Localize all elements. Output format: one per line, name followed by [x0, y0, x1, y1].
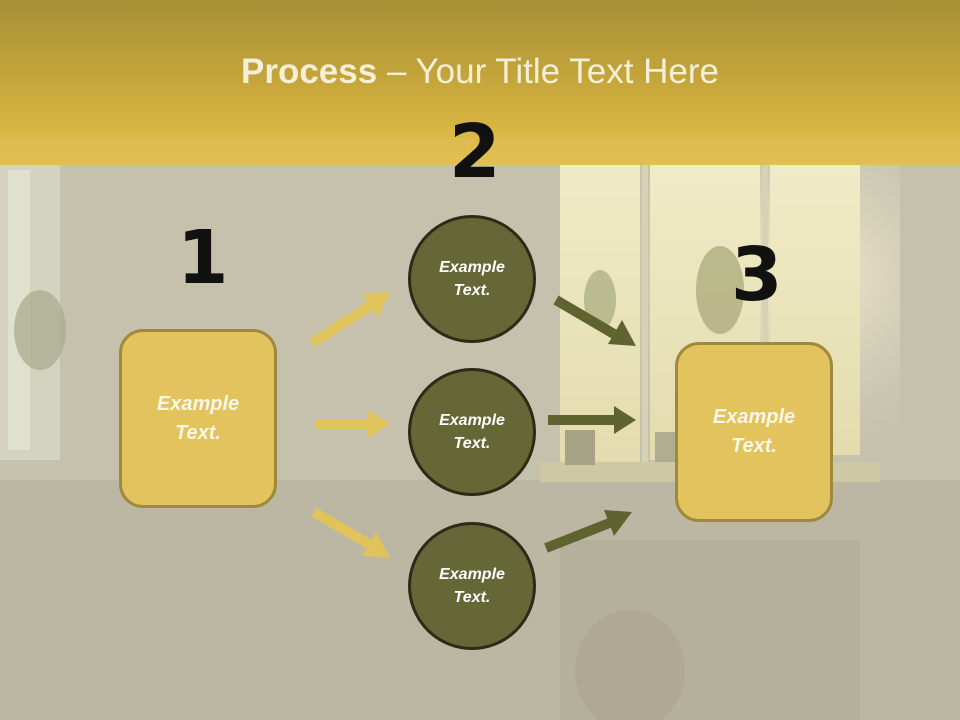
- step-number-2: 2: [449, 109, 501, 195]
- circle-middle-text: Example Text.: [439, 411, 505, 452]
- step-3-text: Example Text.: [712, 406, 796, 457]
- arrow-from-circle-top: [553, 295, 617, 339]
- step-1-text: Example Text.: [156, 392, 240, 444]
- right-arrows: [544, 295, 636, 553]
- arrowhead-top-left: [362, 292, 390, 318]
- step-2-circle-top: Example Text.: [408, 215, 536, 343]
- title-bold-part: Process: [241, 52, 378, 91]
- step-2-circle-bottom: Example Text.: [408, 522, 536, 650]
- arrow-from-circle-bottom: [544, 517, 614, 553]
- slide-title: Process – Your Title Text Here: [0, 52, 960, 92]
- arrow-to-circle-bottom: [311, 507, 375, 551]
- circle-bottom-text: Example Text.: [439, 565, 505, 606]
- step-2-circle-middle: Example Text.: [408, 368, 536, 496]
- step-number-3: 3: [731, 232, 783, 318]
- step-number-1: 1: [177, 215, 229, 301]
- title-light-part: – Your Title Text Here: [377, 52, 719, 91]
- arrowhead-bottom-left: [362, 532, 390, 558]
- step-3-box: Example Text.: [675, 342, 833, 522]
- arrowhead-bottom-right: [604, 510, 632, 536]
- arrowhead-middle-left: [368, 410, 390, 438]
- title-band-fade: [0, 137, 960, 165]
- arrowhead-top-right: [608, 320, 636, 346]
- step-1-box: Example Text.: [119, 329, 277, 508]
- arrowhead-middle-right: [614, 406, 636, 434]
- circle-top-text: Example Text.: [439, 258, 505, 299]
- left-arrows: [309, 292, 390, 558]
- arrow-to-circle-top: [309, 301, 373, 348]
